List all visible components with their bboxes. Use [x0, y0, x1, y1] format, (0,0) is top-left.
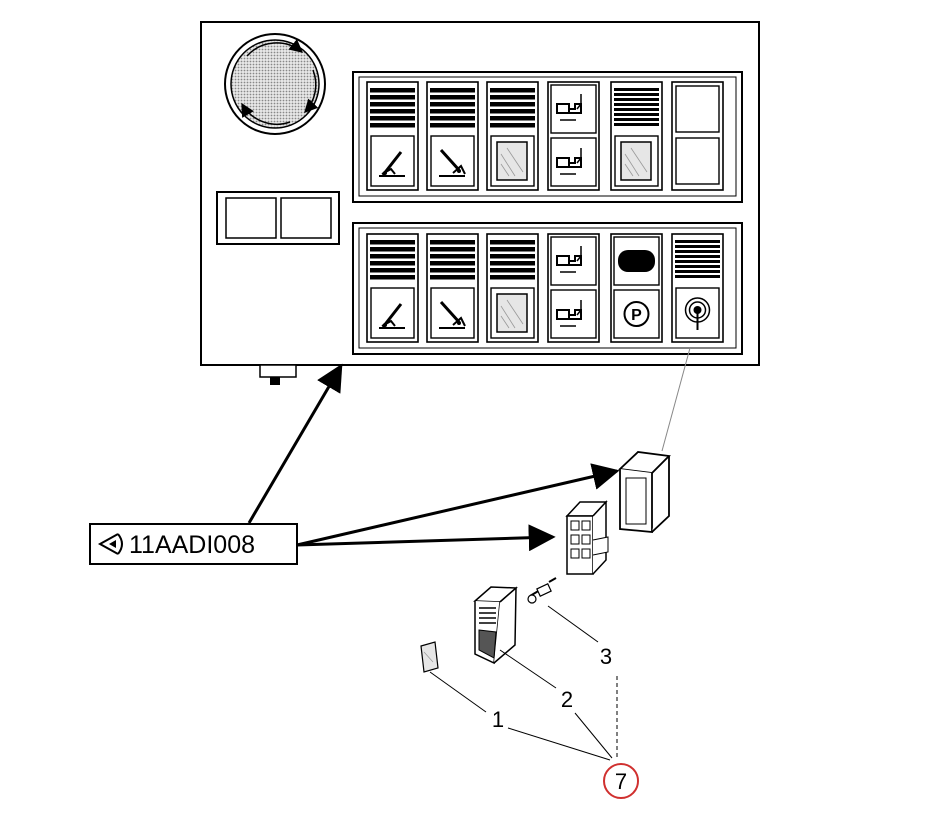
callout-leaders	[429, 605, 618, 761]
eye-view-icon	[97, 533, 123, 555]
group-circle	[603, 763, 639, 799]
switch-boom-raise-icon	[426, 81, 479, 191]
callout-group-7: 7	[603, 763, 639, 799]
switch-dump-body-icon	[547, 81, 600, 191]
switch-boom-raise-icon	[426, 233, 479, 343]
switch-blank-icon	[486, 81, 539, 191]
switch-boom-lower-icon	[366, 81, 419, 191]
panel-connector-stub	[259, 364, 297, 385]
view-reference-box: 11AADI008	[89, 523, 298, 565]
leader-line	[661, 347, 691, 452]
rotary-dial-icon	[224, 33, 326, 135]
callout-item-1: 1	[492, 707, 504, 732]
switch-parking-brake-icon: P	[610, 233, 663, 343]
callout-item-3: 3	[600, 644, 612, 669]
switch-dump-body-icon	[547, 233, 600, 343]
switch-blank-icon	[610, 81, 663, 191]
switch-boom-lower-icon	[366, 233, 419, 343]
view-reference-arrows	[247, 363, 620, 552]
control-panel: P	[200, 21, 760, 385]
bottom-switch-row: P	[366, 233, 724, 343]
svg-text:P: P	[631, 307, 642, 324]
lamp-bulb-part	[527, 577, 557, 604]
rocker-actuator-part	[473, 586, 518, 665]
reference-code: 11AADI008	[129, 531, 255, 559]
switch-frame-part	[617, 451, 671, 533]
callout-group-label: 7	[615, 769, 627, 794]
switch-indicator-lamps-icon	[671, 81, 724, 191]
switch-body-part	[565, 500, 609, 575]
display-window	[216, 191, 340, 245]
switch-beacon-icon	[671, 233, 724, 343]
top-switch-row	[366, 81, 724, 191]
switch-blank-icon	[486, 233, 539, 343]
lens-part	[420, 641, 439, 673]
callout-item-2: 2	[561, 687, 573, 712]
